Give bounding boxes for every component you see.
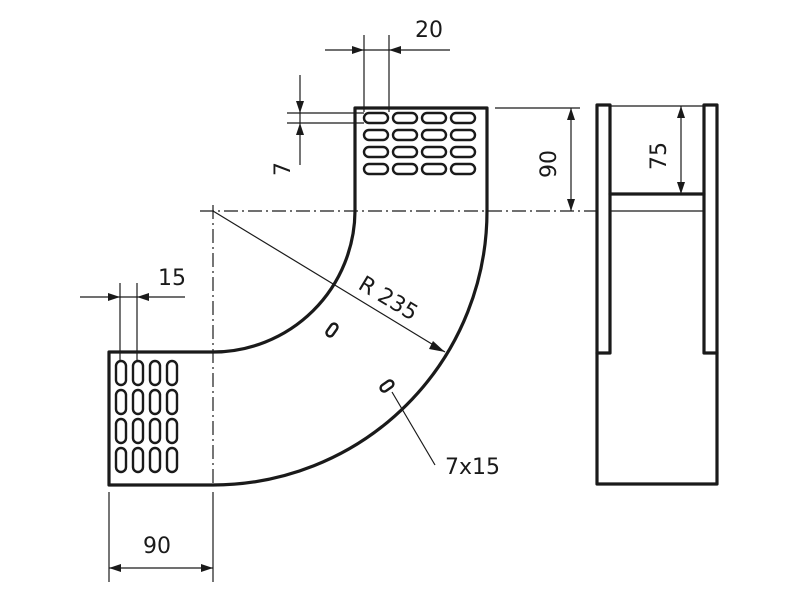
dim-label-15: 15 [158, 266, 186, 291]
dim-slot-height-top: 7 [271, 75, 364, 176]
slot [391, 128, 419, 142]
slot [165, 446, 179, 474]
slot [449, 145, 477, 159]
outer-contour [107, 106, 489, 487]
slot [449, 111, 477, 125]
dim-hole-callout: 7x15 [391, 391, 500, 480]
connection-hole [379, 379, 395, 393]
dim-label-20: 20 [415, 18, 443, 43]
side-flange-left [595, 103, 612, 355]
slot [420, 111, 448, 125]
left-slot-pattern [114, 359, 179, 474]
slot [362, 128, 390, 142]
dim-label-75: 75 [647, 142, 672, 170]
connection-hole [325, 322, 339, 338]
dim-label-7: 7 [271, 162, 296, 176]
slot [165, 417, 179, 445]
side-view [595, 103, 719, 486]
top-slot-pattern [362, 111, 477, 176]
slot [131, 388, 145, 416]
dim-width-bottom: 90 [108, 492, 214, 582]
slot [391, 162, 419, 176]
slot [391, 145, 419, 159]
slot [420, 145, 448, 159]
slot [131, 446, 145, 474]
slot [420, 162, 448, 176]
slot [165, 359, 179, 387]
dim-radius: R 235 [212, 210, 446, 353]
slot [362, 162, 390, 176]
slot [362, 145, 390, 159]
slot [148, 446, 162, 474]
slot [362, 111, 390, 125]
dim-inner-height-side: 75 [610, 105, 704, 194]
slot [165, 388, 179, 416]
slot [148, 417, 162, 445]
slot [449, 128, 477, 142]
dim-slot-pitch-left: 15 [80, 266, 186, 360]
dim-label-90-bottom: 90 [143, 534, 171, 559]
slot [114, 388, 128, 416]
dim-label-radius: R 235 [354, 272, 422, 327]
slot [131, 417, 145, 445]
slot [131, 359, 145, 387]
slot [114, 446, 128, 474]
dim-label-90-right: 90 [537, 150, 562, 178]
slot [420, 128, 448, 142]
dim-height-right: 90 [495, 107, 580, 211]
side-flange-right [702, 103, 719, 355]
slot [114, 359, 128, 387]
bend-body [107, 106, 489, 487]
center-lines [200, 205, 600, 485]
slot [148, 388, 162, 416]
slot [114, 417, 128, 445]
dim-slot-pitch-top: 20 [325, 18, 450, 112]
slot [391, 111, 419, 125]
slot [449, 162, 477, 176]
dim-label-hole: 7x15 [445, 455, 500, 480]
slot [148, 359, 162, 387]
connection-holes [325, 322, 395, 393]
side-body [595, 351, 719, 486]
